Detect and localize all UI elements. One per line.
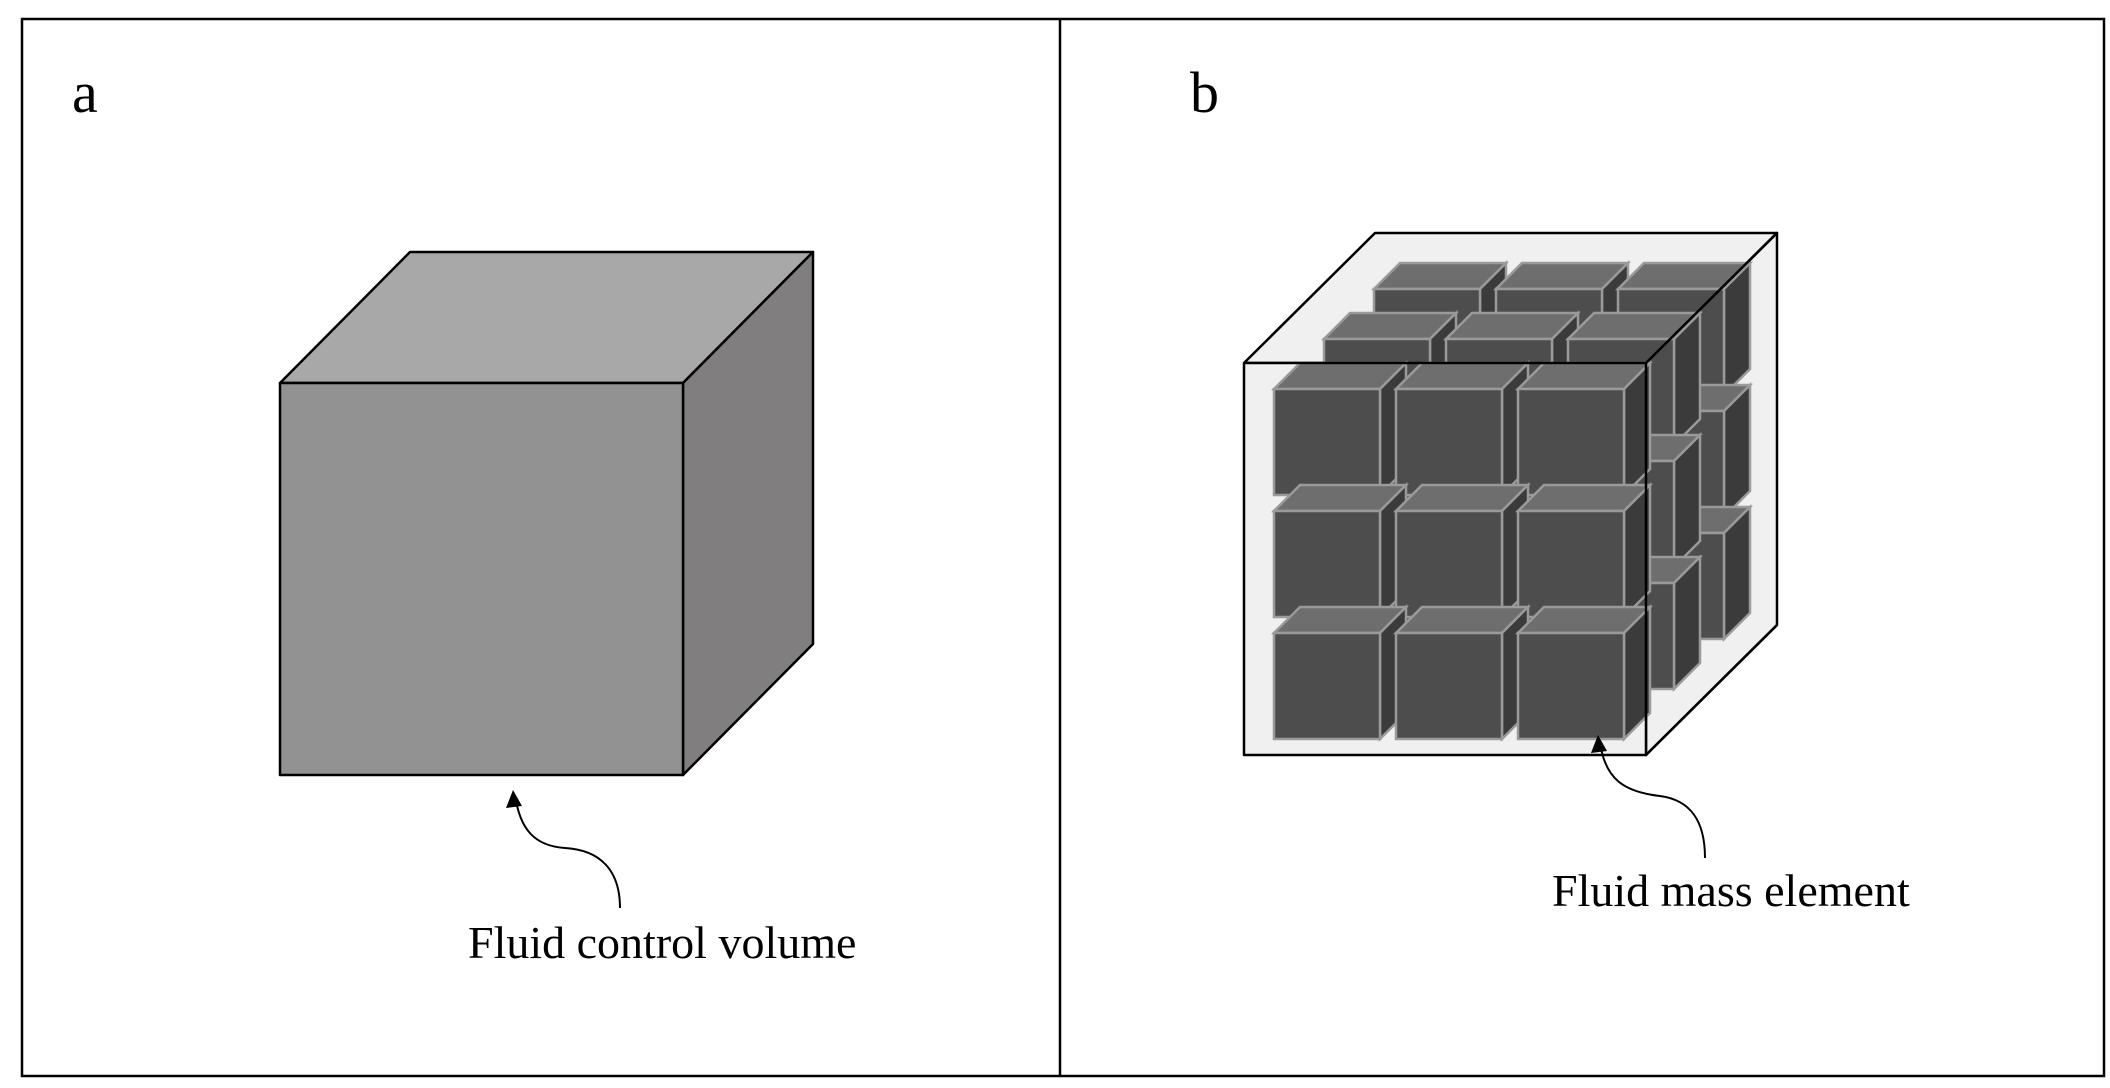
container-edge <box>1645 624 1778 756</box>
subcube <box>1514 359 1654 499</box>
cube-front-face <box>278 381 685 777</box>
subcube-grid <box>1270 259 1754 743</box>
mass-element-container <box>1242 231 1779 757</box>
subcube <box>1392 603 1532 743</box>
subcube-front-face <box>1272 509 1382 619</box>
subcube-front-face <box>1394 387 1504 497</box>
subcube-front-face <box>1516 631 1626 741</box>
subcube <box>1392 359 1532 499</box>
panel-b-caption: Fluid mass element <box>1552 865 1910 916</box>
figure-frame <box>20 17 2106 1078</box>
subcube-front-face <box>1394 509 1504 619</box>
subcube-front-face <box>1272 631 1382 741</box>
panel-a-label: a <box>72 60 98 125</box>
subcube <box>1392 481 1532 621</box>
control-volume-cube <box>278 250 815 777</box>
container-edge <box>1645 232 1778 364</box>
panel-a: a Fluid control volume <box>72 60 856 968</box>
panel-a-caption: Fluid control volume <box>468 917 856 968</box>
control-volume-pointer-arrow <box>506 790 621 909</box>
subcube-front-face <box>1394 631 1504 741</box>
panel-b: b Fluid mass element <box>1190 60 1910 916</box>
mass-element-pointer-arrow <box>1591 735 1706 859</box>
subcube <box>1270 603 1410 743</box>
subcube <box>1514 481 1654 621</box>
subcube <box>1514 603 1654 743</box>
subcube-front-face <box>1516 387 1626 497</box>
subcube-front-face <box>1272 387 1382 497</box>
subcube <box>1270 481 1410 621</box>
subcube-front-face <box>1516 509 1626 619</box>
subcube <box>1270 359 1410 499</box>
panel-b-label: b <box>1190 60 1219 125</box>
